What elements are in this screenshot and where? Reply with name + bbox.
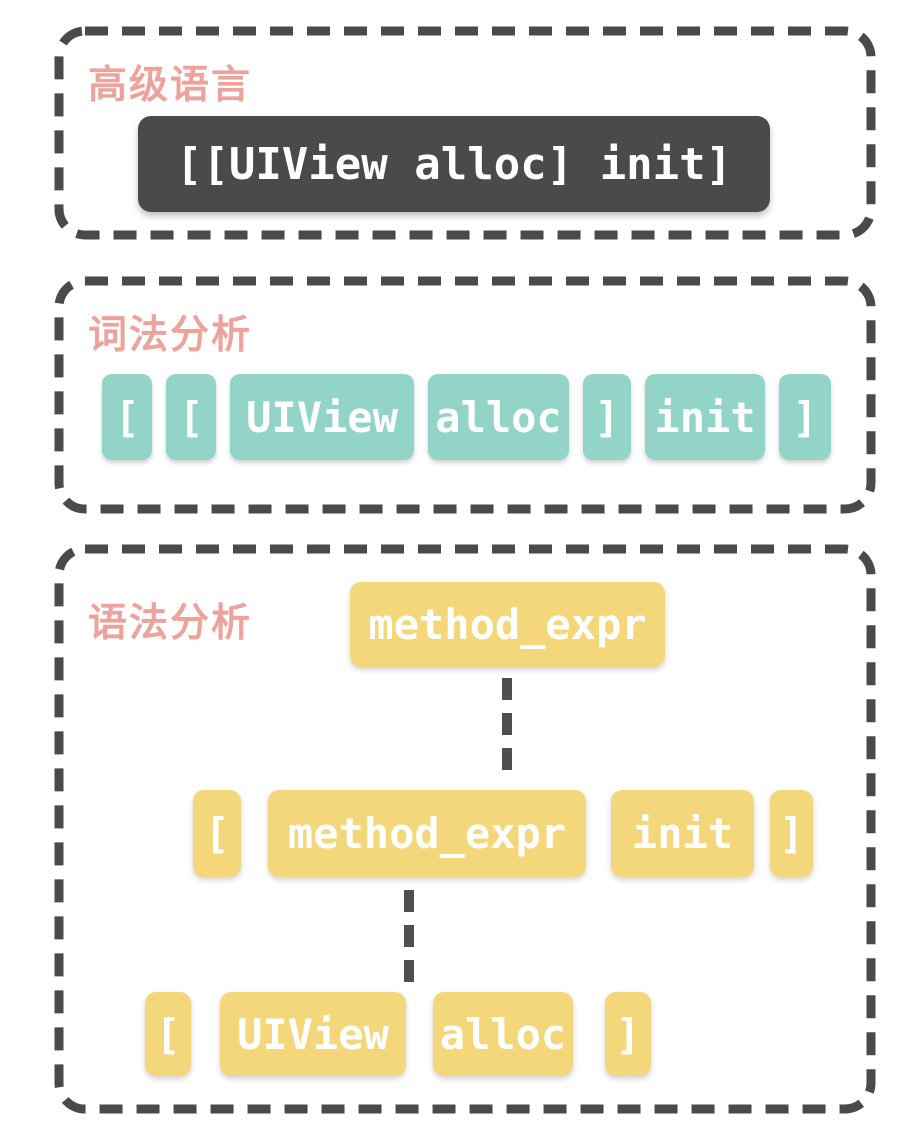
tree-edge-root-to-level2 (502, 678, 512, 770)
lex-token-lbracket-2: [ (166, 374, 216, 460)
parsing-panel-label: 语法分析 (88, 602, 253, 645)
tree-node-l2-init: init (611, 790, 754, 877)
lex-token-row: [ [ UIView alloc ] init ] (102, 374, 831, 460)
source-code-text: [[UIView alloc] init] (175, 138, 733, 190)
lex-token-uiview: UIView (230, 374, 414, 460)
tree-node-l2-lbracket: [ (193, 790, 241, 877)
source-panel-label: 高级语言 (88, 64, 253, 107)
source-code-box: [[UIView alloc] init] (138, 116, 770, 212)
lex-token-rbracket-2: ] (779, 374, 831, 460)
tree-node-l3-rbracket: ] (605, 992, 651, 1076)
tree-node-l2-rbracket: ] (770, 790, 813, 877)
lex-token-init: init (645, 374, 765, 460)
tree-edge-level2-to-level3 (404, 890, 414, 982)
lexing-panel-label: 词法分析 (88, 314, 253, 357)
lex-token-lbracket-1: [ (102, 374, 152, 460)
tree-node-root-method-expr: method_expr (350, 582, 665, 667)
tree-node-l3-lbracket: [ (145, 992, 191, 1076)
tree-node-l2-method-expr: method_expr (268, 790, 586, 877)
tree-node-l3-uiview: UIView (220, 992, 406, 1076)
lex-token-rbracket-1: ] (583, 374, 631, 460)
lex-token-alloc: alloc (428, 374, 569, 460)
tree-node-l3-alloc: alloc (433, 992, 573, 1076)
